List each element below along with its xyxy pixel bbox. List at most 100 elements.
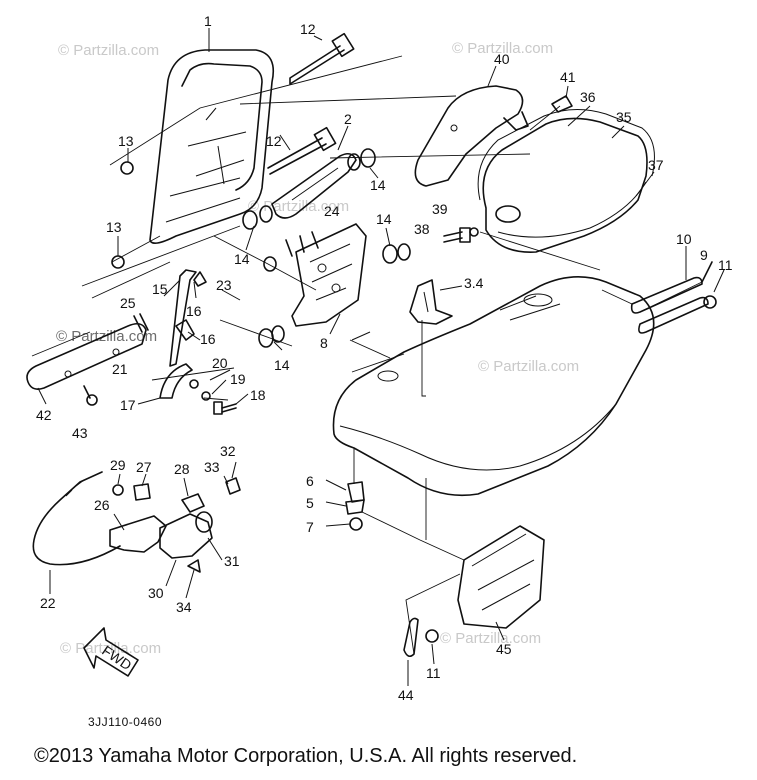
watermark: © Partzilla.com [56, 328, 158, 345]
watermark: © Partzilla.com [58, 42, 160, 59]
callout: 15 [152, 281, 168, 297]
callout: 3.4 [464, 275, 484, 291]
callout: 34 [176, 599, 192, 615]
callout: 41 [560, 69, 576, 85]
washer-19 [201, 391, 211, 401]
callout: 12 [300, 21, 316, 37]
callout: 6 [306, 473, 314, 489]
callout: 26 [94, 497, 110, 513]
watermark: © Partzilla.com [452, 40, 554, 57]
callout: 10 [676, 231, 692, 247]
bolt-43 [83, 385, 98, 406]
leader-lines [37, 28, 725, 686]
callout: 37 [648, 157, 664, 173]
callout: 39 [432, 201, 448, 217]
callout: 13 [118, 133, 134, 149]
callout-numbers: 1 12 12 13 13 2 14 14 14 14 24 40 41 36 … [36, 13, 733, 703]
nut-13-upper [120, 161, 134, 175]
washer-20 [189, 379, 199, 389]
trim-42 [26, 322, 147, 390]
callout: 31 [224, 553, 240, 569]
watermark: © Partzilla.com [60, 640, 162, 657]
watermark: © Partzilla.com [478, 358, 580, 375]
callout: 16 [200, 331, 216, 347]
stay-rods-15-16 [169, 269, 207, 367]
screw-34 [187, 559, 201, 573]
callout: 44 [398, 687, 414, 703]
callout: 8 [320, 335, 328, 351]
latch-hardware-5-6-7 [345, 481, 365, 531]
callout: 36 [580, 89, 596, 105]
callout: 18 [250, 387, 266, 403]
nut-13-lower [111, 255, 125, 269]
cap-27 [133, 483, 151, 501]
callout: 16 [186, 303, 202, 319]
forward-arrow-icon: FWD [83, 627, 139, 677]
callout: 5 [306, 495, 314, 511]
callout: 14 [376, 211, 392, 227]
bolt-12-upper [289, 32, 355, 85]
bolt-38 [443, 227, 471, 243]
side-cover-40 [414, 85, 529, 187]
washer-39 [469, 227, 479, 237]
trunk-lid-35 [477, 108, 655, 253]
watermark: © Partzilla.com [440, 630, 542, 647]
callout: 25 [120, 295, 136, 311]
bolt-12-lower [267, 126, 337, 175]
callout: 1 [204, 13, 212, 29]
clip-29 [112, 484, 124, 496]
copyright-notice: ©2013 Yamaha Motor Corporation, U.S.A. A… [34, 745, 578, 767]
callout: 21 [112, 361, 128, 377]
callout: 22 [40, 595, 56, 611]
callout: 20 [212, 355, 228, 371]
callout: 27 [136, 459, 152, 475]
collars-14 [242, 148, 411, 348]
callout: 30 [148, 585, 164, 601]
callout: 32 [220, 443, 236, 459]
callout: 11 [718, 257, 733, 273]
arm-17 [159, 363, 193, 399]
callout: 38 [414, 221, 430, 237]
callout: 9 [700, 247, 708, 263]
callout: 35 [616, 109, 632, 125]
strip-10 [630, 276, 709, 334]
callout: 28 [174, 461, 190, 477]
module-45 [457, 525, 545, 629]
callout: 40 [494, 51, 510, 67]
callout: 24 [324, 203, 340, 219]
callout: 19 [230, 371, 246, 387]
callout: 11 [426, 665, 441, 681]
callout: 7 [306, 519, 314, 535]
callout: 45 [496, 641, 512, 657]
key-lever-26 [109, 515, 167, 553]
drawing-code: 3JJ110-0460 [88, 715, 162, 729]
callout: 43 [72, 425, 88, 441]
callout: 14 [370, 177, 386, 193]
callout: 12 [266, 133, 282, 149]
release-cable-22 [32, 471, 121, 566]
callout: 23 [216, 277, 232, 293]
latch-3-4 [409, 279, 453, 325]
backrest-pad [149, 49, 275, 244]
nut-11-lower [425, 629, 439, 643]
bolt-18 [213, 401, 237, 415]
small-bolts-24 [285, 231, 319, 257]
callout: 33 [204, 459, 220, 475]
callout: 17 [120, 397, 136, 413]
spring-9 [701, 261, 713, 283]
lock-cylinder-28-30 [159, 493, 213, 559]
callout: 13 [106, 219, 122, 235]
bracket-2 [271, 152, 357, 219]
callout: 42 [36, 407, 52, 423]
strap-44 [403, 617, 419, 658]
callout: 2 [344, 111, 352, 127]
assembly-lines [31, 55, 703, 655]
trunk-case [332, 276, 655, 497]
mount-bracket-8 [291, 223, 367, 327]
callout: 14 [234, 251, 250, 267]
clip-33 [225, 477, 241, 495]
callout: 29 [110, 457, 126, 473]
callout: 14 [274, 357, 290, 373]
nut-11-upper [703, 295, 717, 309]
